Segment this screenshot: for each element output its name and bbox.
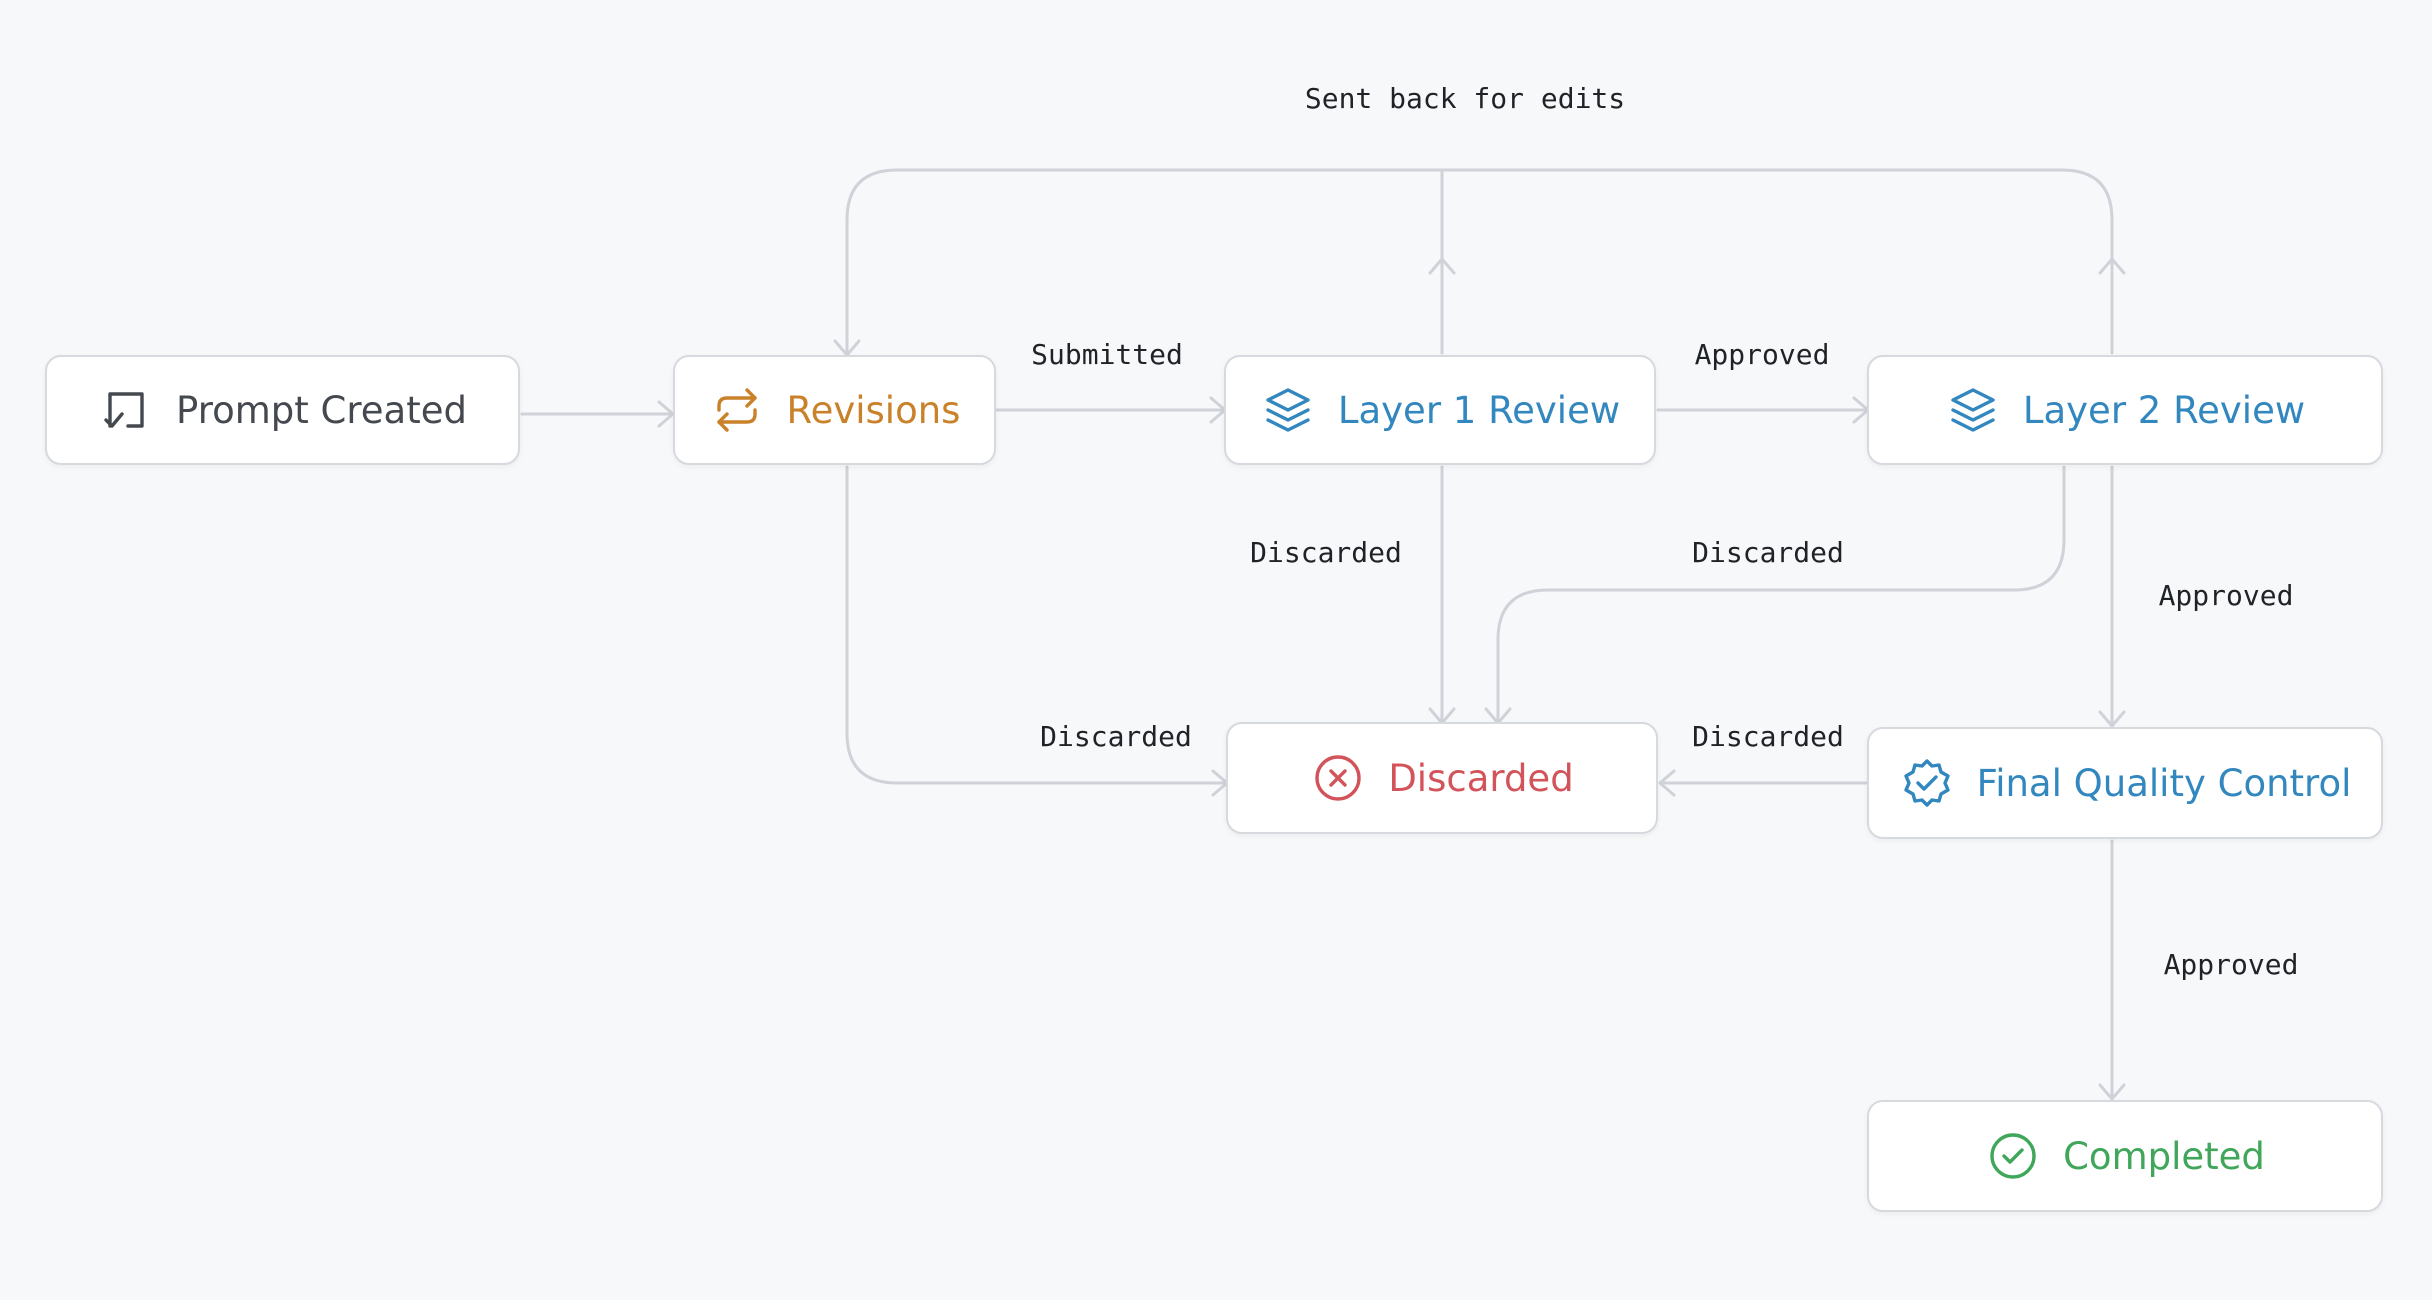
- edge-label-submitted: Submitted: [1031, 338, 1183, 371]
- edge-label-discarded-qc: Discarded: [1692, 720, 1844, 753]
- edge-label-sent-back: Sent back for edits: [1304, 82, 1626, 115]
- node-label: Layer 1 Review: [1337, 388, 1621, 432]
- badge-check-icon: [1899, 755, 1955, 811]
- check-circle-icon: [1985, 1128, 2041, 1184]
- node-label: Discarded: [1388, 756, 1574, 800]
- edge-label-approved-l1-l2: Approved: [1694, 338, 1830, 371]
- node-label: Layer 2 Review: [2022, 388, 2306, 432]
- arrowhead: [1658, 769, 1676, 797]
- node-completed[interactable]: Completed: [1867, 1100, 2383, 1212]
- node-label: Prompt Created: [176, 388, 467, 432]
- repeat-arrows-icon: [709, 382, 765, 438]
- arrowhead: [1428, 257, 1456, 275]
- layers-icon: [1945, 382, 2001, 438]
- node-layer1-review[interactable]: Layer 1 Review: [1224, 355, 1656, 465]
- edge-layer2-to-discarded: [1496, 465, 2066, 723]
- node-layer2-review[interactable]: Layer 2 Review: [1867, 355, 2383, 465]
- node-final-quality-control[interactable]: Final Quality Control: [1867, 727, 2383, 839]
- arrowhead: [2098, 257, 2126, 275]
- edge-revisions-to-discarded: [845, 465, 1227, 785]
- edge-label-discarded-l1: Discarded: [1250, 536, 1402, 569]
- node-label: Final Quality Control: [1976, 761, 2352, 805]
- node-prompt-created[interactable]: Prompt Created: [45, 355, 520, 465]
- checked-square-icon: [98, 382, 154, 438]
- edge-label-approved-qc-completed: Approved: [2163, 948, 2299, 981]
- node-revisions[interactable]: Revisions: [673, 355, 996, 465]
- node-label: Revisions: [786, 388, 961, 432]
- edge-label-approved-l2-qc: Approved: [2158, 579, 2294, 612]
- layers-icon: [1260, 382, 1316, 438]
- x-circle-icon: [1310, 750, 1366, 806]
- edge-label-discarded-revisions: Discarded: [1040, 720, 1192, 753]
- arrowhead: [2098, 1083, 2126, 1101]
- edge-sent-back-loop: [845, 168, 2114, 355]
- arrowhead: [2098, 710, 2126, 728]
- node-label: Completed: [2063, 1134, 2265, 1178]
- node-discarded[interactable]: Discarded: [1226, 722, 1658, 834]
- edge-label-discarded-l2: Discarded: [1692, 536, 1844, 569]
